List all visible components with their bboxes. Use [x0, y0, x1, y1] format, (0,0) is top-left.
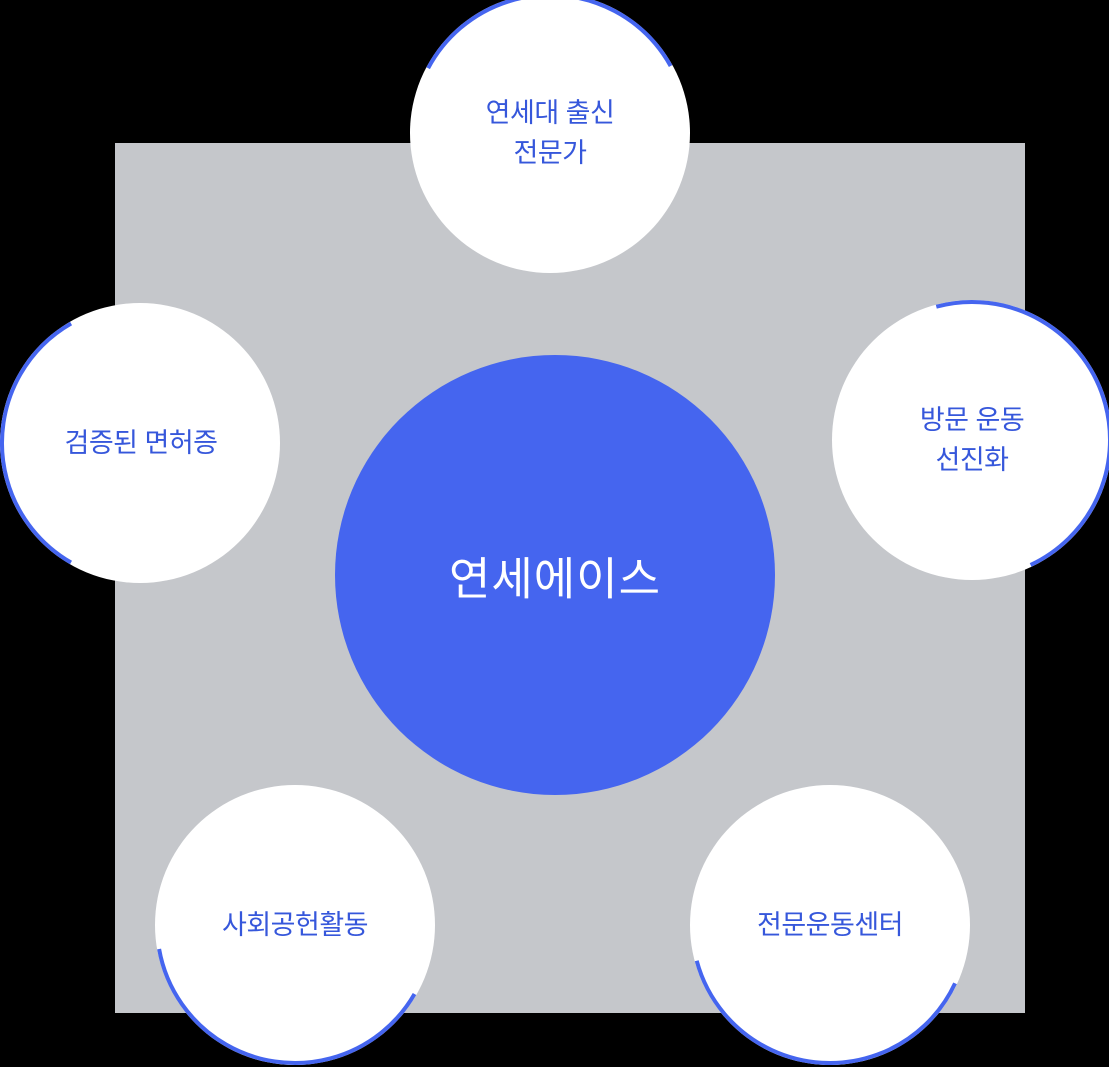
node-arc-bottom-left	[155, 785, 435, 1065]
node-label-right-line2: 선진화	[935, 445, 1009, 475]
node-circle-right	[832, 300, 1109, 580]
node-label-right: 방문 운동 선진화	[919, 400, 1025, 480]
node-label-top-line1: 연세대 출신	[485, 98, 615, 128]
center-circle	[335, 355, 775, 795]
node-label-bottom-right: 전문운동센터	[756, 905, 904, 945]
node-arc-right	[832, 300, 1109, 580]
node-circle-left	[0, 303, 280, 583]
node-label-top-line2: 전문가	[513, 138, 587, 168]
node-label-top: 연세대 출신 전문가	[486, 93, 615, 173]
node-label-left-line1: 검증된 면허증	[64, 428, 218, 458]
center-label: 연세에이스	[448, 553, 662, 605]
node-label-bottom-right-line1: 전문운동센터	[756, 910, 904, 940]
node-arc-bottom-right	[690, 785, 970, 1065]
node-arc-left	[0, 302, 280, 583]
node-label-right-line1: 방문 운동	[919, 405, 1025, 435]
node-circle-top	[410, 0, 690, 273]
node-label-bottom-left: 사회공헌활동	[221, 905, 369, 945]
node-label-left: 검증된 면허증	[64, 423, 218, 463]
node-arc-top	[410, 0, 690, 273]
node-label-bottom-left-line1: 사회공헌활동	[221, 910, 369, 940]
node-circle-bottom-left	[155, 785, 435, 1065]
node-circle-bottom-right	[690, 785, 970, 1065]
